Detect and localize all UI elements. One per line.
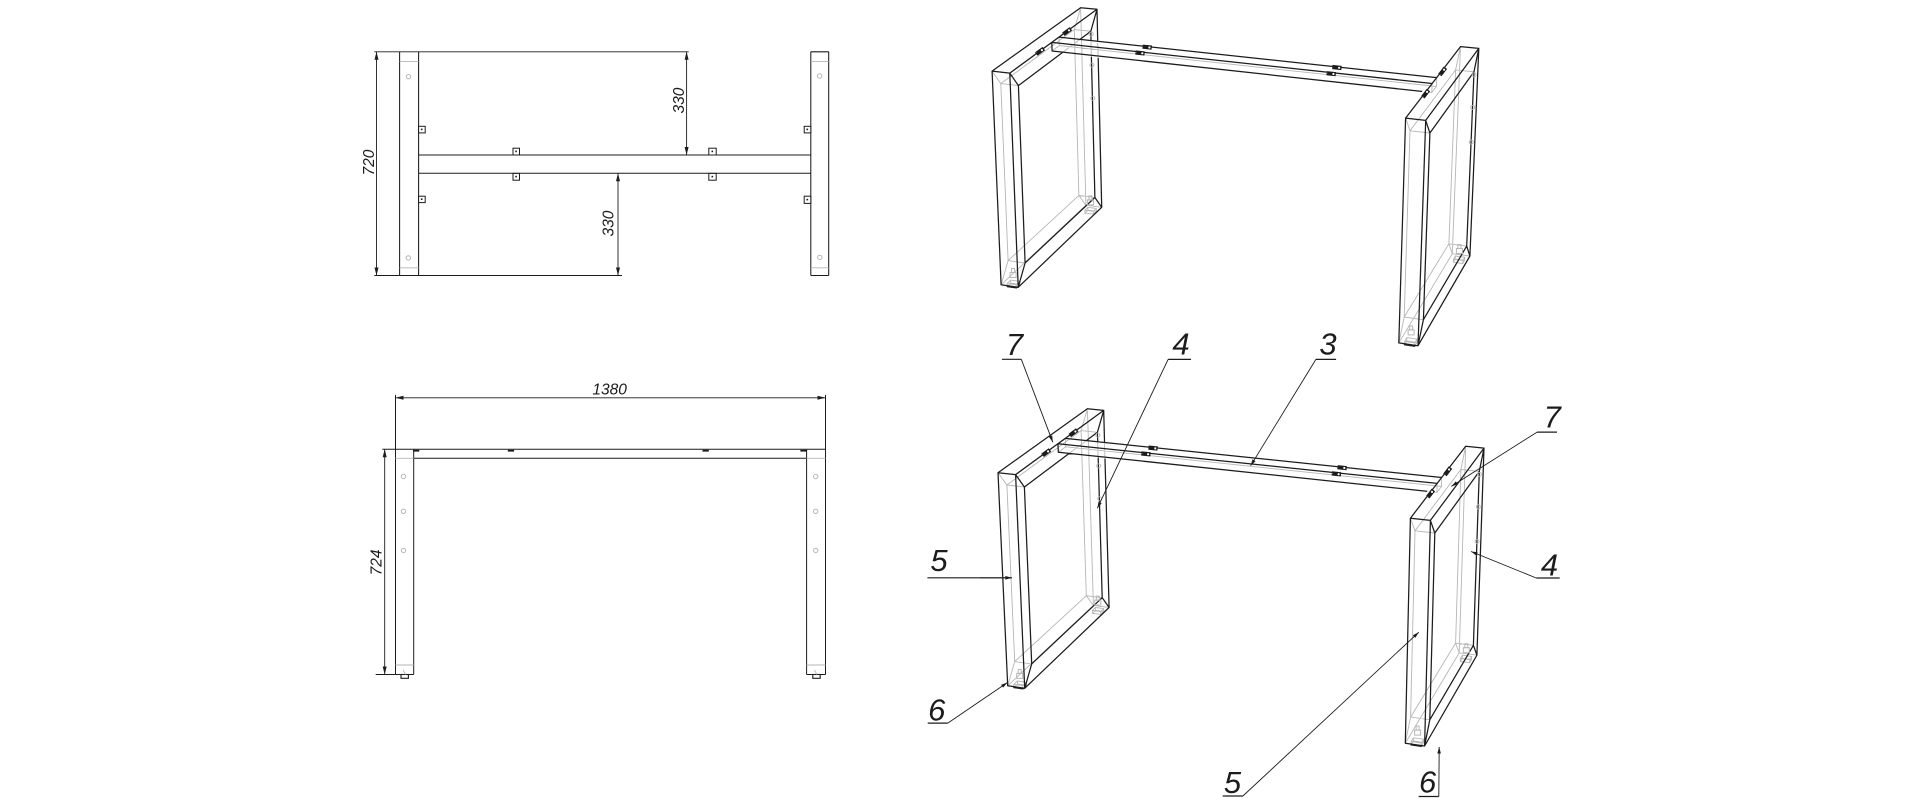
svg-text:4: 4 [1172,326,1189,361]
svg-text:7: 7 [1544,399,1563,434]
svg-text:720: 720 [361,149,378,175]
svg-text:7: 7 [1006,327,1025,362]
svg-text:1380: 1380 [592,381,627,398]
svg-text:724: 724 [368,549,385,575]
svg-text:5: 5 [930,543,948,578]
svg-text:6: 6 [1419,765,1437,800]
svg-text:6: 6 [928,692,946,727]
svg-text:330: 330 [601,210,618,236]
svg-text:330: 330 [671,87,688,113]
svg-text:4: 4 [1541,547,1558,582]
svg-text:3: 3 [1319,327,1336,362]
svg-text:5: 5 [1224,765,1242,800]
